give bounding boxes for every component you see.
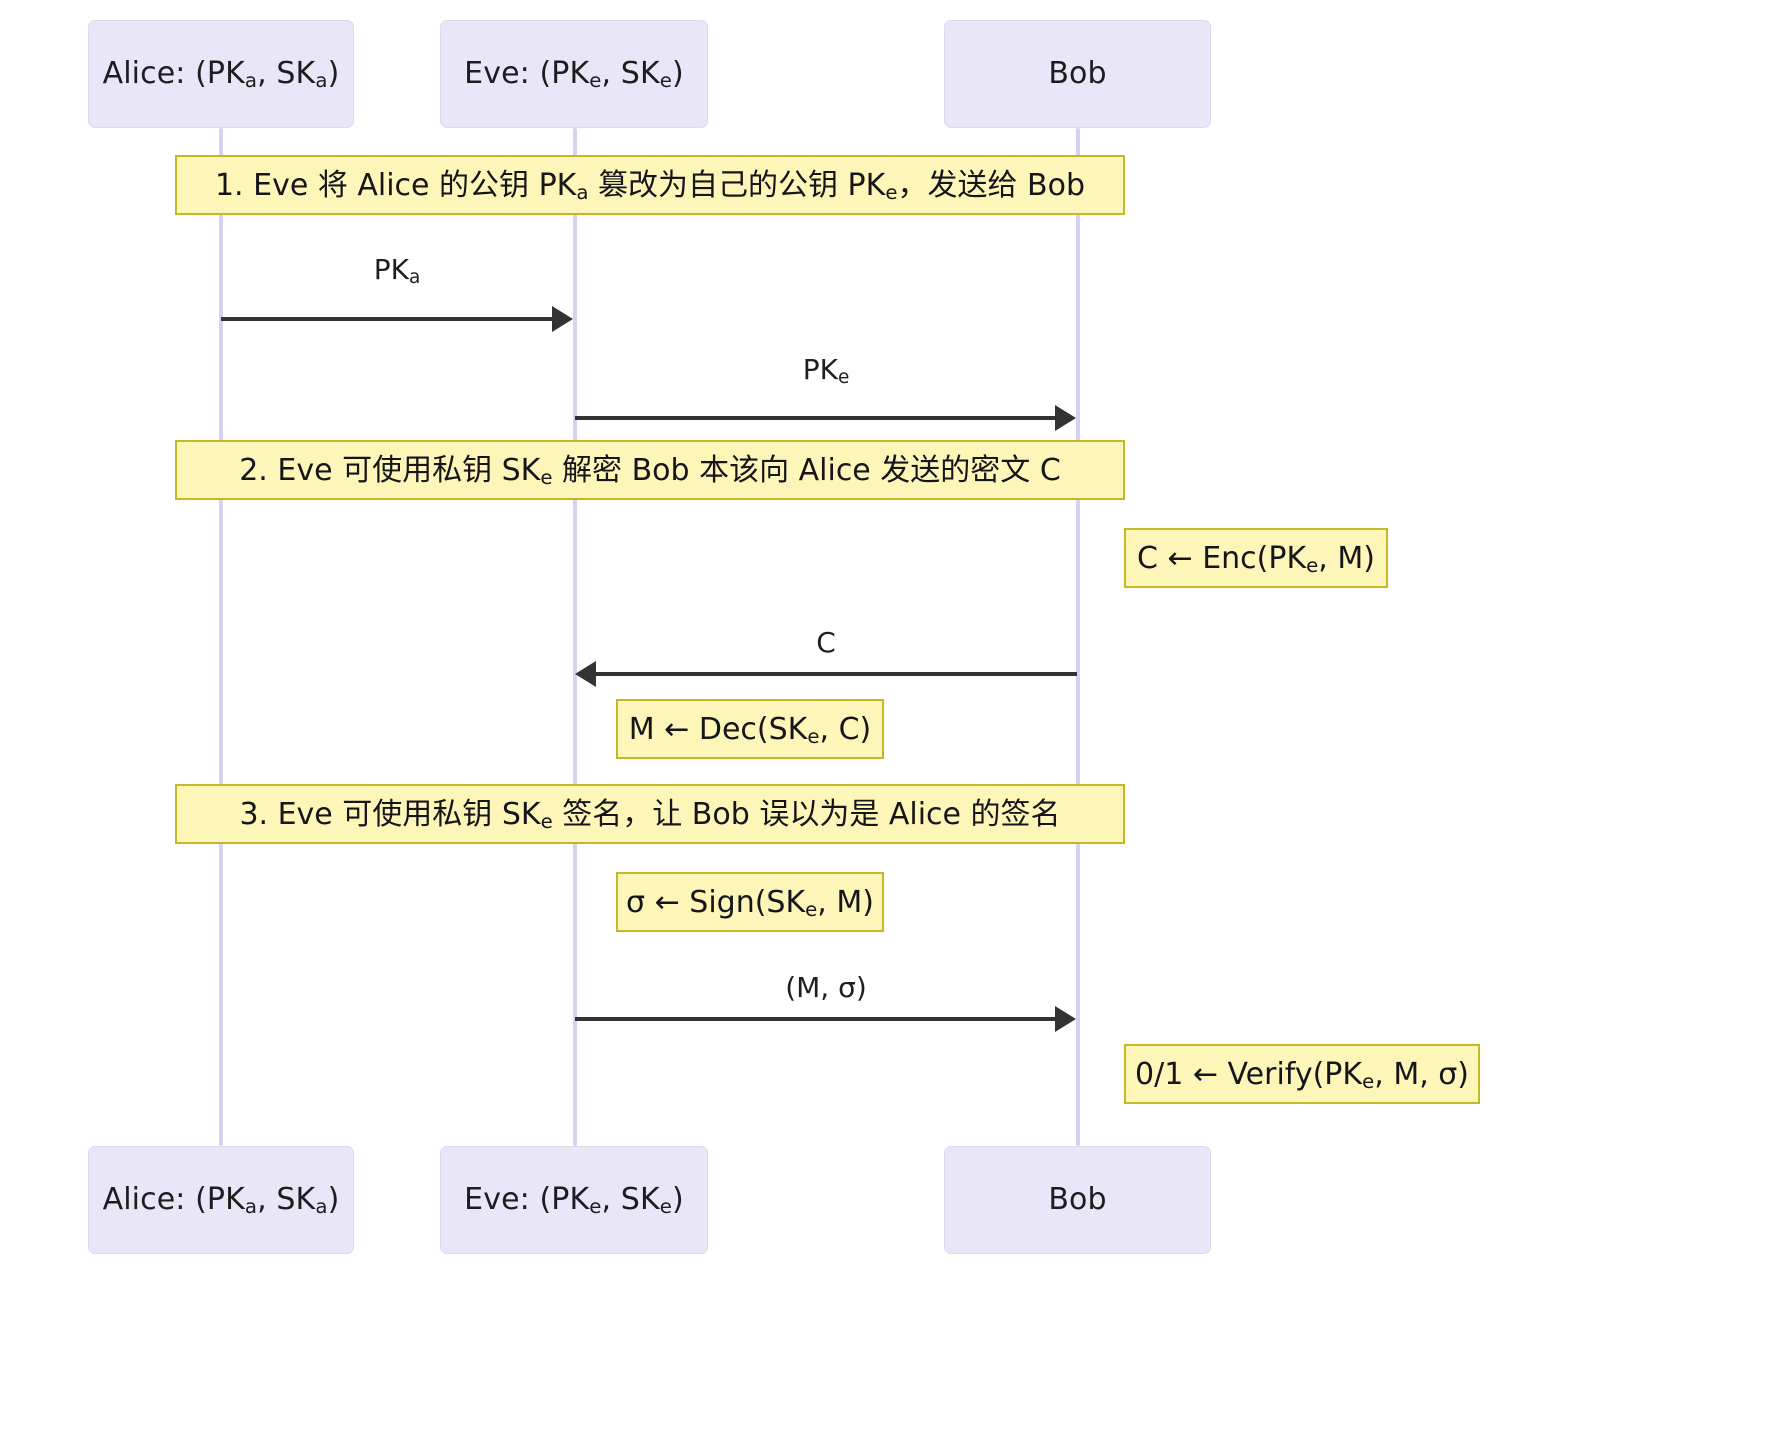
actor-eve-top-label: Eve: (PKe, SKe) xyxy=(464,56,684,93)
actor-bob-bottom-label: Bob xyxy=(1048,1182,1107,1217)
note-step-3-label: 3. Eve 可使用私钥 SKe 签名，让 Bob 误以为是 Alice 的签名 xyxy=(239,796,1061,833)
message-label-pke: PKe xyxy=(802,353,850,389)
message-arrowhead-m-sigma xyxy=(1055,1006,1076,1032)
actor-alice-top[interactable]: Alice: (PKa, SKa) xyxy=(88,20,354,128)
actor-eve-bottom-label: Eve: (PKe, SKe) xyxy=(464,1182,684,1219)
lifeline-bob xyxy=(1076,128,1080,1146)
note-step-2: 2. Eve 可使用私钥 SKe 解密 Bob 本该向 Alice 发送的密文 … xyxy=(175,440,1125,500)
message-line-c xyxy=(596,672,1077,676)
actor-alice-top-label: Alice: (PKa, SKa) xyxy=(102,56,340,93)
note-decrypt: M ← Dec(SKe, C) xyxy=(616,699,884,759)
message-arrowhead-pka xyxy=(552,306,573,332)
note-step-3: 3. Eve 可使用私钥 SKe 签名，让 Bob 误以为是 Alice 的签名 xyxy=(175,784,1125,844)
lifeline-eve xyxy=(573,128,577,1146)
note-decrypt-label: M ← Dec(SKe, C) xyxy=(628,711,872,748)
actor-bob-top-label: Bob xyxy=(1048,56,1107,91)
actor-eve-bottom[interactable]: Eve: (PKe, SKe) xyxy=(440,1146,708,1254)
note-step-2-label: 2. Eve 可使用私钥 SKe 解密 Bob 本该向 Alice 发送的密文 … xyxy=(239,452,1061,489)
actor-eve-top[interactable]: Eve: (PKe, SKe) xyxy=(440,20,708,128)
message-label-m-sigma: (M, σ) xyxy=(785,971,867,1004)
actor-bob-bottom[interactable]: Bob xyxy=(944,1146,1211,1254)
lifeline-alice xyxy=(219,128,223,1146)
note-step-1: 1. Eve 将 Alice 的公钥 PKa 篡改为自己的公钥 PKe，发送给 … xyxy=(175,155,1125,215)
message-line-m-sigma xyxy=(575,1017,1056,1021)
note-step-1-label: 1. Eve 将 Alice 的公钥 PKa 篡改为自己的公钥 PKe，发送给 … xyxy=(214,167,1086,204)
note-sign-label: σ ← Sign(SKe, M) xyxy=(626,884,874,921)
message-arrowhead-c xyxy=(575,661,596,687)
message-line-pke xyxy=(575,416,1056,420)
message-label-c: C xyxy=(816,626,836,659)
actor-alice-bottom[interactable]: Alice: (PKa, SKa) xyxy=(88,1146,354,1254)
message-line-pka xyxy=(221,317,553,321)
message-arrowhead-pke xyxy=(1055,405,1076,431)
actor-alice-bottom-label: Alice: (PKa, SKa) xyxy=(102,1182,340,1219)
note-encrypt-label: C ← Enc(PKe, M) xyxy=(1137,540,1375,577)
note-verify: 0/1 ← Verify(PKe, M, σ) xyxy=(1124,1044,1480,1104)
note-encrypt: C ← Enc(PKe, M) xyxy=(1124,528,1388,588)
actor-bob-top[interactable]: Bob xyxy=(944,20,1211,128)
message-label-pka: PKa xyxy=(373,253,421,289)
note-verify-label: 0/1 ← Verify(PKe, M, σ) xyxy=(1135,1056,1469,1093)
note-sign: σ ← Sign(SKe, M) xyxy=(616,872,884,932)
